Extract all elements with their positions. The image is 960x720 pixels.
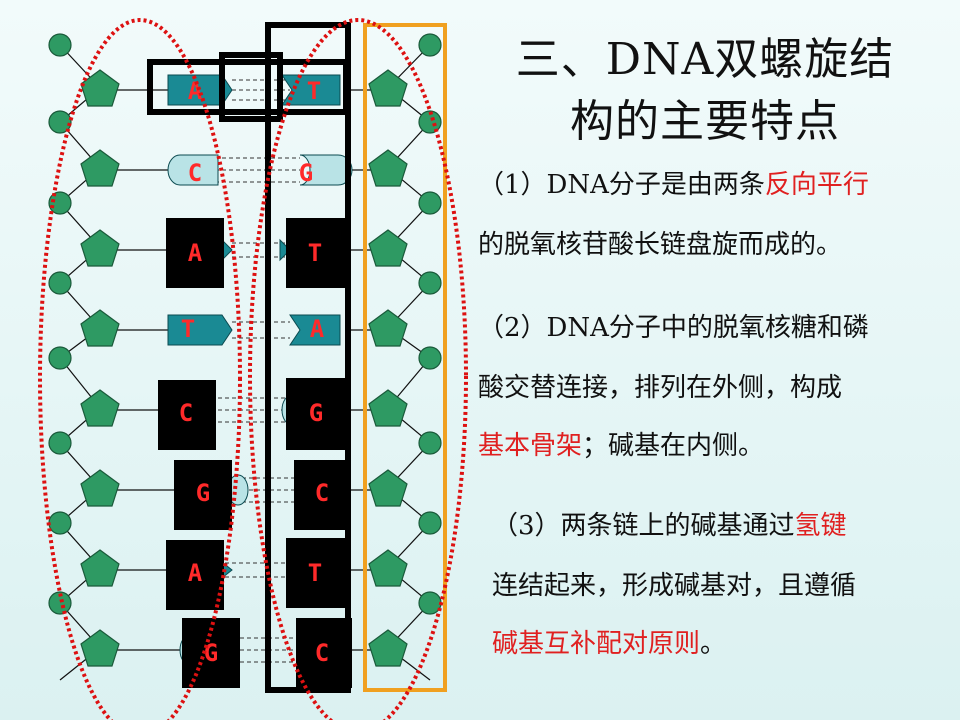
base-letter-left-2: C xyxy=(188,159,202,187)
base-letter-left-7: A xyxy=(188,559,203,587)
point3-line1: （3）两条链上的碱基通过氢键 xyxy=(492,496,847,556)
point1-text: （1）DNA分子是由两条 xyxy=(478,170,765,200)
highlight-frames xyxy=(147,22,351,693)
point1-highlight: 反向平行 xyxy=(764,170,869,200)
point3-line3: 碱基互补配对原则。 xyxy=(492,614,726,674)
right-phosphates xyxy=(418,33,442,615)
base-letter-right-3: T xyxy=(308,239,322,267)
point3-highlight: 氢键 xyxy=(794,511,847,541)
base-letter-right-6: C xyxy=(315,479,329,507)
point3-line2: 连结起来，形成碱基对，且遵循 xyxy=(492,571,857,601)
right-red-ellipse xyxy=(248,18,468,720)
base-letter-left-1: A xyxy=(188,77,203,105)
point1-line2: 的脱氧核苷酸长链盘旋而成的。 xyxy=(478,230,843,260)
left-phosphates xyxy=(48,33,72,615)
left-sugars xyxy=(80,69,120,667)
point3-highlight2: 碱基互补配对原则 xyxy=(492,629,701,659)
point2-line1: （2）DNA分子中的脱氧核糖和磷 xyxy=(478,313,869,343)
slide-title-line1: 三、DNA双螺旋结 xyxy=(515,34,895,85)
base-letter-right-2: G xyxy=(299,159,313,187)
orange-strand-frame xyxy=(363,23,447,692)
point2-line2: 酸交替连接，排列在外侧，构成 xyxy=(478,373,843,403)
point2-line3: 基本骨架；碱基在内侧。 xyxy=(478,416,764,476)
base-letter-right-7: T xyxy=(308,559,322,587)
base-letter-left-4: T xyxy=(181,315,195,343)
base-letter-right-1: T xyxy=(307,77,321,105)
base-letter-right-8: C xyxy=(315,639,329,667)
left-red-ellipse xyxy=(38,18,242,720)
base-letter-right-5: G xyxy=(309,399,323,427)
right-sugars xyxy=(368,69,408,667)
hydrogen-bonds xyxy=(215,79,300,663)
base-letter-left-3: A xyxy=(188,239,203,267)
base-letter-left-6: G xyxy=(196,479,210,507)
base-letter-right-4: A xyxy=(310,315,325,343)
point3-text: （3）两条链上的碱基通过 xyxy=(492,511,795,541)
point2-highlight: 基本骨架 xyxy=(478,431,583,461)
point2-text: ；碱基在内侧。 xyxy=(582,431,765,461)
base-letter-left-5: C xyxy=(179,399,193,427)
point1-line1: （1）DNA分子是由两条反向平行 xyxy=(478,155,869,215)
black-base-boxes xyxy=(158,218,352,688)
point3-text2: 。 xyxy=(700,629,727,659)
slide-title-line2: 构的主要特点 xyxy=(570,96,840,147)
